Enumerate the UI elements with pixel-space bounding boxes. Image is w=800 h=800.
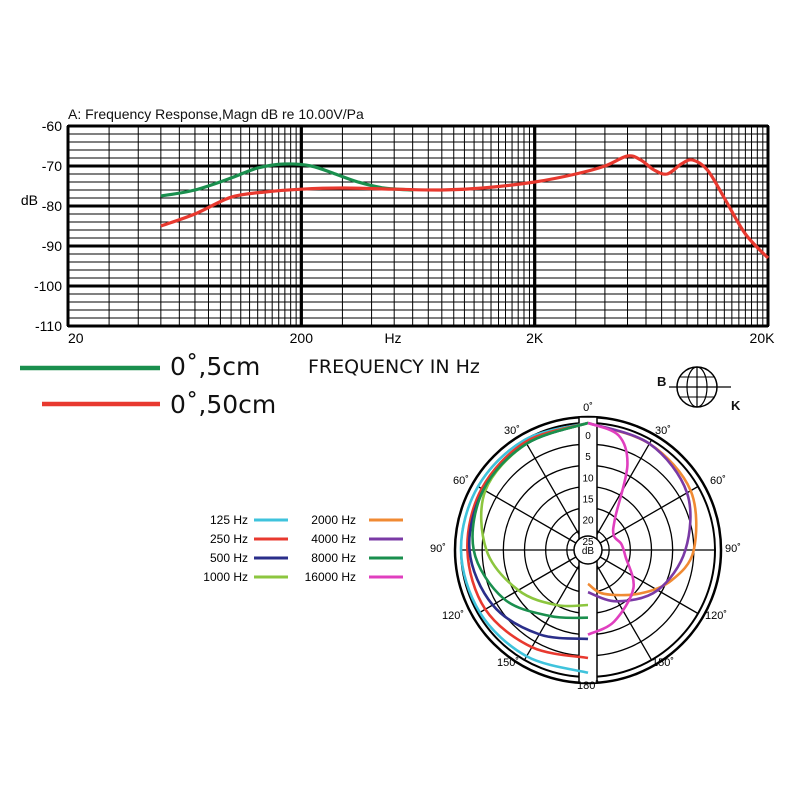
x-tick-label: 20K xyxy=(750,330,776,346)
polar-spoke xyxy=(587,485,699,551)
polar-angle-label: 150˚ xyxy=(497,657,519,669)
polar-angle-label: 180˚ xyxy=(577,680,599,692)
plot-frame xyxy=(67,125,769,327)
chart-title: A: Frequency Response,Magn dB re 10.00V/… xyxy=(68,106,364,122)
polar-series-line xyxy=(587,421,698,597)
polar-angle-label: 150˚ xyxy=(652,657,674,669)
polar-spoke xyxy=(587,549,653,661)
polar-legend-label: 2000 Hz xyxy=(311,513,356,527)
polar-radial-label: 25 xyxy=(582,537,594,548)
polar-spoke xyxy=(523,439,589,551)
polar-radial-label: 10 xyxy=(582,473,594,484)
y-tick-label: -60 xyxy=(42,118,62,134)
mic-symbol-b: B xyxy=(657,374,667,389)
x-unit-label: Hz xyxy=(384,330,401,346)
polar-angle-label: 60˚ xyxy=(453,475,469,487)
y-tick-label: -80 xyxy=(42,198,62,214)
polar-spoke xyxy=(477,485,589,551)
polar-plot xyxy=(453,415,723,685)
polar-angle-label: 30˚ xyxy=(504,425,520,437)
polar-series-line xyxy=(471,421,589,620)
fr-grid xyxy=(66,124,770,328)
polar-legend-label: 4000 Hz xyxy=(311,532,356,546)
polar-angle-label: 90˚ xyxy=(725,543,741,555)
polar-legend-label: 8000 Hz xyxy=(311,551,356,565)
polar-radial-label: 5 xyxy=(585,452,591,463)
polar-radial-label: dB xyxy=(582,546,595,557)
polar-radial-label: 15 xyxy=(582,495,594,506)
polar-legend-label: 1000 Hz xyxy=(203,570,248,584)
polar-series-line xyxy=(466,421,589,660)
series-line-0deg-5cm xyxy=(160,162,413,198)
polar-legend-label: 125 Hz xyxy=(210,513,248,527)
polar-series-line xyxy=(587,421,692,603)
y-tick-label: -90 xyxy=(42,238,62,254)
polar-series-line xyxy=(587,421,635,636)
polar-angle-label: 60˚ xyxy=(710,475,726,487)
polar-legend xyxy=(254,518,403,579)
polar-angle-label: 90˚ xyxy=(430,543,446,555)
x-tick-label: 20 xyxy=(68,330,84,346)
polar-angle-label: 120˚ xyxy=(705,610,727,622)
polar-series-line xyxy=(459,421,589,675)
polar-spoke xyxy=(587,549,699,615)
y-tick-label: -70 xyxy=(42,158,62,174)
polar-legend-label: 250 Hz xyxy=(210,532,248,546)
polar-radial-label: 0 xyxy=(585,431,591,442)
polar-legend-label: 16000 Hz xyxy=(305,570,356,584)
polar-spoke xyxy=(477,549,589,615)
legend-label-5cm: 0˚,5cm xyxy=(170,352,261,381)
legend-label-50cm: 0˚,50cm xyxy=(170,390,277,419)
polar-radial-label: 20 xyxy=(582,516,594,527)
polar-angle-label: 120˚ xyxy=(442,610,464,622)
x-tick-label: 2K xyxy=(526,330,544,346)
x-axis-title: FREQUENCY IN Hz xyxy=(308,356,480,378)
y-tick-label: -100 xyxy=(34,278,62,294)
polar-center-hub xyxy=(573,535,603,565)
polar-angle-label: 0˚ xyxy=(583,402,593,414)
microphone-pattern-icon xyxy=(669,366,731,408)
polar-legend-label: 500 Hz xyxy=(210,551,248,565)
y-tick-label: -110 xyxy=(35,318,62,334)
mic-symbol-k: K xyxy=(731,398,741,413)
x-tick-label: 200 xyxy=(290,330,314,346)
polar-spoke xyxy=(587,439,653,551)
series-line-0deg-50cm xyxy=(160,154,770,260)
polar-angle-label: 30˚ xyxy=(655,425,671,437)
y-axis-label: dB xyxy=(21,192,38,208)
